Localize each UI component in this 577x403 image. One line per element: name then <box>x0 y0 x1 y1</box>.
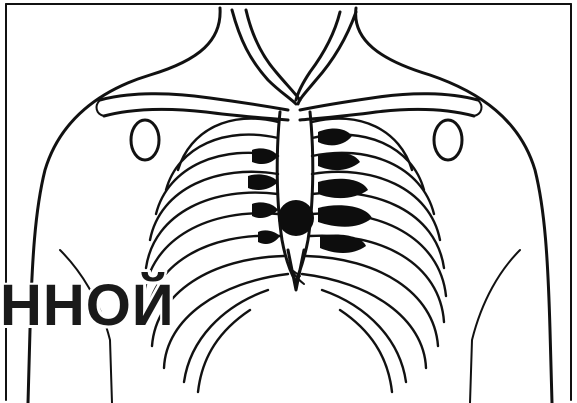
marker-dot <box>278 200 314 236</box>
shaded-intercostal-left <box>248 148 280 244</box>
caption-fragment: ННОЙ <box>0 276 175 336</box>
shoulder-joints <box>131 120 462 160</box>
neck-vessels <box>232 10 356 104</box>
shaded-intercostal-right <box>318 129 372 253</box>
sternum <box>277 112 313 284</box>
